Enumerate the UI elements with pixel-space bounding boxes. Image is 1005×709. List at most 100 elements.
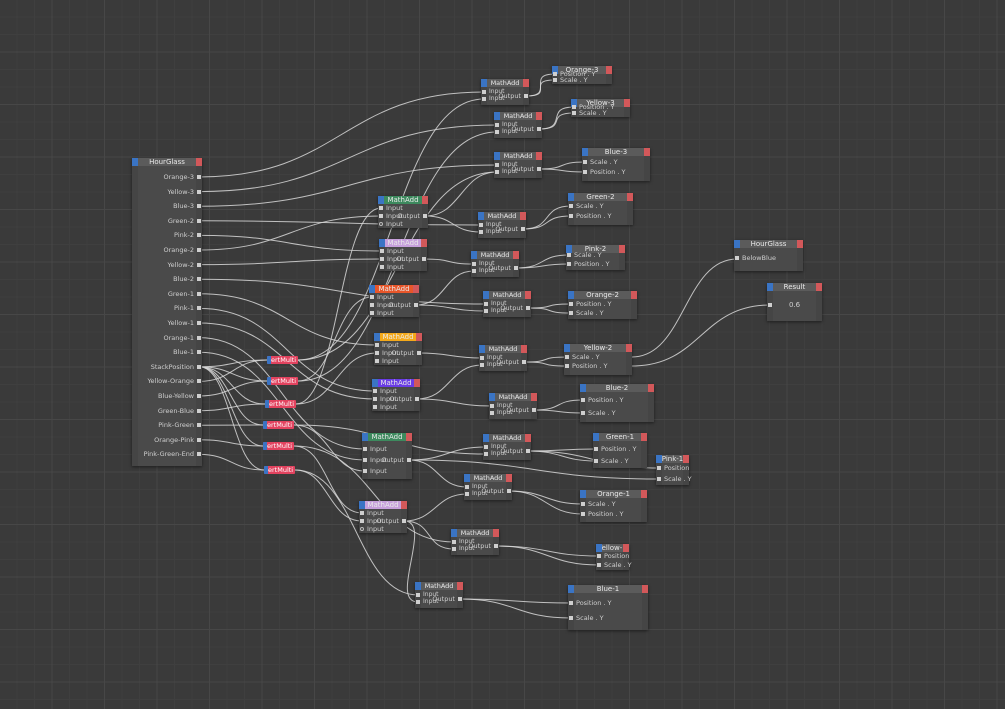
output-port[interactable]	[507, 489, 511, 493]
input-port[interactable]	[479, 230, 483, 234]
input-port[interactable]	[490, 411, 494, 415]
input-port[interactable]	[581, 502, 585, 506]
input-port[interactable]	[479, 223, 483, 227]
input-port[interactable]	[375, 343, 379, 347]
output-port[interactable]	[514, 266, 518, 270]
input-port[interactable]	[594, 459, 598, 463]
node-header[interactable]: Yellow-3	[571, 99, 630, 107]
input-port[interactable]	[569, 311, 573, 315]
input-port[interactable]	[465, 485, 469, 489]
input-port[interactable]	[375, 351, 379, 355]
input-port[interactable]	[583, 160, 587, 164]
input-port[interactable]	[452, 540, 456, 544]
output-port[interactable]	[522, 360, 526, 364]
node-header[interactable]: MathAdd	[483, 434, 531, 442]
output-port[interactable]	[532, 408, 536, 412]
output-port[interactable]	[415, 397, 419, 401]
node-header[interactable]: Pink-1	[656, 455, 689, 463]
input-port[interactable]	[484, 309, 488, 313]
input-port[interactable]	[416, 600, 420, 604]
node-header[interactable]: MathAdd	[494, 112, 542, 120]
input-port[interactable]	[581, 398, 585, 402]
node-header[interactable]: Blue-3	[582, 148, 650, 156]
node-header[interactable]: MathAdd	[494, 152, 542, 160]
input-port[interactable]	[373, 397, 377, 401]
multiply-node[interactable]: ertMulti	[264, 466, 295, 474]
output-port[interactable]	[526, 306, 530, 310]
input-port[interactable]	[565, 364, 569, 368]
input-port[interactable]	[768, 303, 772, 307]
multiply-node[interactable]: ertMulti	[267, 377, 298, 385]
input-port[interactable]	[572, 105, 576, 109]
output-port[interactable]	[537, 167, 541, 171]
input-port[interactable]	[565, 355, 569, 359]
result-node[interactable]: Result 0.6	[767, 283, 822, 321]
input-port[interactable]	[363, 469, 367, 473]
input-port[interactable]	[360, 511, 364, 515]
output-port[interactable]	[197, 306, 201, 311]
multiply-node[interactable]: ertMulti	[263, 421, 294, 429]
input-port[interactable]	[495, 130, 499, 134]
input-port[interactable]	[597, 554, 601, 558]
input-port[interactable]	[416, 593, 420, 597]
node-header[interactable]: MathAdd	[372, 379, 420, 387]
input-port[interactable]	[380, 265, 384, 269]
input-port[interactable]	[375, 359, 379, 363]
output-port[interactable]	[526, 449, 530, 453]
output-port[interactable]	[197, 350, 201, 355]
output-port[interactable]	[197, 452, 201, 457]
output-port[interactable]	[521, 227, 525, 231]
input-port[interactable]	[472, 269, 476, 273]
input-port[interactable]	[373, 405, 377, 409]
input-port[interactable]	[480, 356, 484, 360]
node-header[interactable]: Yellow-1	[596, 544, 629, 552]
input-port[interactable]	[363, 458, 367, 462]
input-port[interactable]	[379, 206, 383, 210]
input-port[interactable]	[495, 170, 499, 174]
output-port[interactable]	[197, 262, 201, 267]
input-port[interactable]	[465, 492, 469, 496]
node-header[interactable]: MathAdd	[451, 529, 499, 537]
output-port[interactable]	[494, 544, 498, 548]
input-port[interactable]	[553, 72, 557, 76]
output-port[interactable]	[197, 204, 201, 209]
output-port[interactable]	[197, 394, 201, 398]
output-port[interactable]	[197, 321, 201, 325]
output-port[interactable]	[197, 218, 201, 223]
input-port[interactable]	[370, 295, 374, 299]
node-header[interactable]: MathAdd	[483, 291, 531, 299]
node-header[interactable]: HourGlass	[132, 158, 202, 166]
output-port[interactable]	[197, 335, 201, 340]
input-port[interactable]	[553, 78, 557, 82]
input-port[interactable]	[657, 466, 661, 470]
hourglass-sink-node[interactable]: HourGlass BelowBlue	[734, 240, 803, 271]
node-header[interactable]: MathAdd	[378, 196, 428, 204]
input-port[interactable]	[363, 447, 367, 451]
node-header[interactable]: MathAdd	[478, 212, 526, 220]
node-header[interactable]: MathAdd	[369, 285, 419, 293]
output-port[interactable]	[197, 233, 201, 238]
node-header[interactable]: Green-1	[593, 433, 647, 441]
input-port[interactable]	[379, 222, 383, 226]
